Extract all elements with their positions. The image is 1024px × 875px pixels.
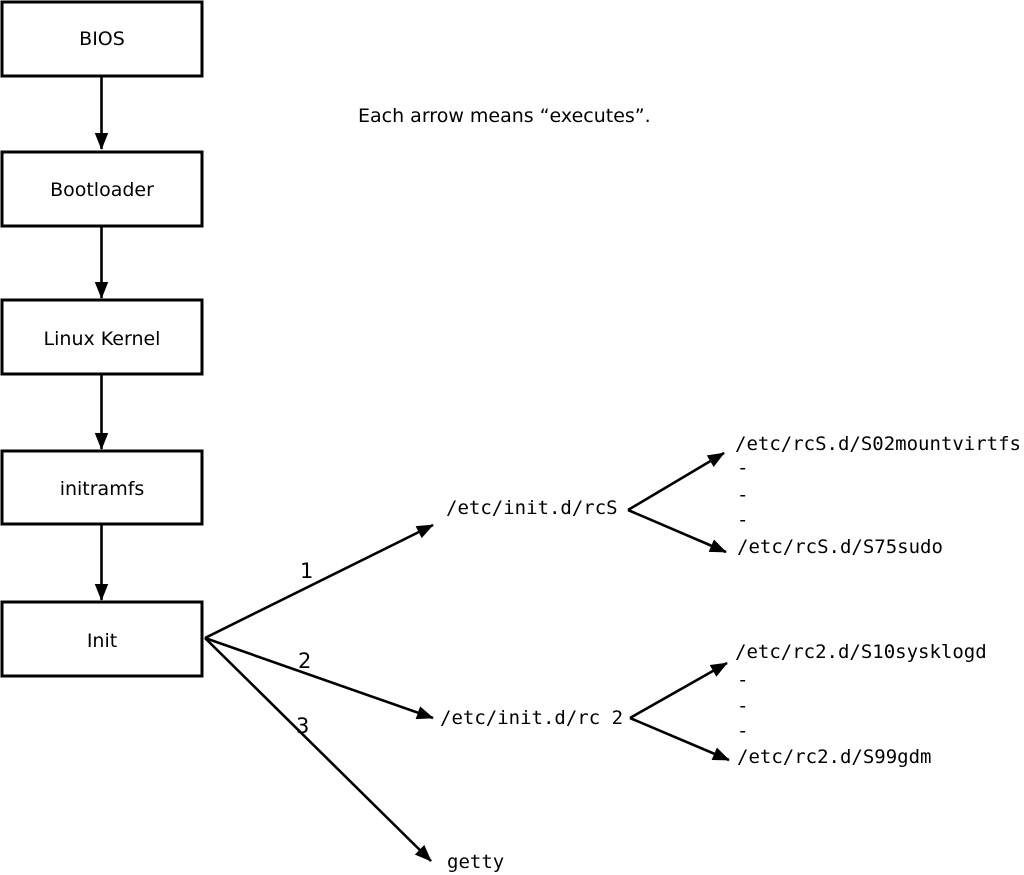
node-box-bios xyxy=(0,0,204,78)
rc2-child-ellipsis-dash: - xyxy=(737,669,748,691)
branch-number-3: 3 xyxy=(296,714,309,738)
node-bootloader: Bootloader xyxy=(0,150,204,228)
arrow-init-to-getty-icon xyxy=(204,637,432,862)
node-box-bootloader xyxy=(0,150,204,228)
node-label-linux-kernel: Linux Kernel xyxy=(44,328,161,350)
rcs-child-s75sudo: /etc/rcS.d/S75sudo xyxy=(737,536,943,558)
node-initramfs: initramfs xyxy=(0,449,204,526)
node-box-init xyxy=(0,600,204,678)
branch-number-2: 2 xyxy=(298,649,311,673)
rcs-child-s02mountvirtfs: /etc/rcS.d/S02mountvirtfs xyxy=(735,433,1021,455)
arrow-rcs-to-s02mountvirtfs-icon xyxy=(627,451,725,512)
branch-target-rcs: /etc/init.d/rcS xyxy=(446,497,618,519)
node-bios: BIOS xyxy=(0,0,204,78)
node-label-bios: BIOS xyxy=(79,28,125,50)
arrow-init-to-rc2-icon xyxy=(204,636,434,720)
node-linux-kernel: Linux Kernel xyxy=(0,298,204,376)
arrow-rc2-to-s99gdm-icon xyxy=(629,716,730,762)
branch-number-1: 1 xyxy=(300,559,313,583)
rcs-child-ellipsis-dash: - xyxy=(737,457,748,479)
node-label-initramfs: initramfs xyxy=(60,478,145,500)
branch-target-rc2: /etc/init.d/rc 2 xyxy=(440,707,623,729)
rc2-child-s99gdm: /etc/rc2.d/S99gdm xyxy=(737,746,931,768)
arrow-rcs-to-s75sudo-icon xyxy=(627,508,727,554)
node-box-initramfs xyxy=(0,449,204,526)
rcs-child-ellipsis-dash: - xyxy=(737,484,748,506)
rc2-child-ellipsis-dash: - xyxy=(737,695,748,717)
rc2-child-ellipsis-dash: - xyxy=(737,720,748,742)
node-init: Init xyxy=(0,600,204,678)
node-label-bootloader: Bootloader xyxy=(50,179,154,201)
rc2-child-s10sysklogd: /etc/rc2.d/S10sysklogd xyxy=(735,641,987,663)
legend-note: Each arrow means “executes”. xyxy=(358,105,651,127)
arrow-init-to-rcs-icon xyxy=(204,523,434,640)
node-label-init: Init xyxy=(87,630,117,652)
branch-target-getty: getty xyxy=(447,851,504,873)
arrow-rc2-to-s10sysklogd-icon xyxy=(629,661,728,720)
rcs-child-ellipsis-dash: - xyxy=(737,509,748,531)
